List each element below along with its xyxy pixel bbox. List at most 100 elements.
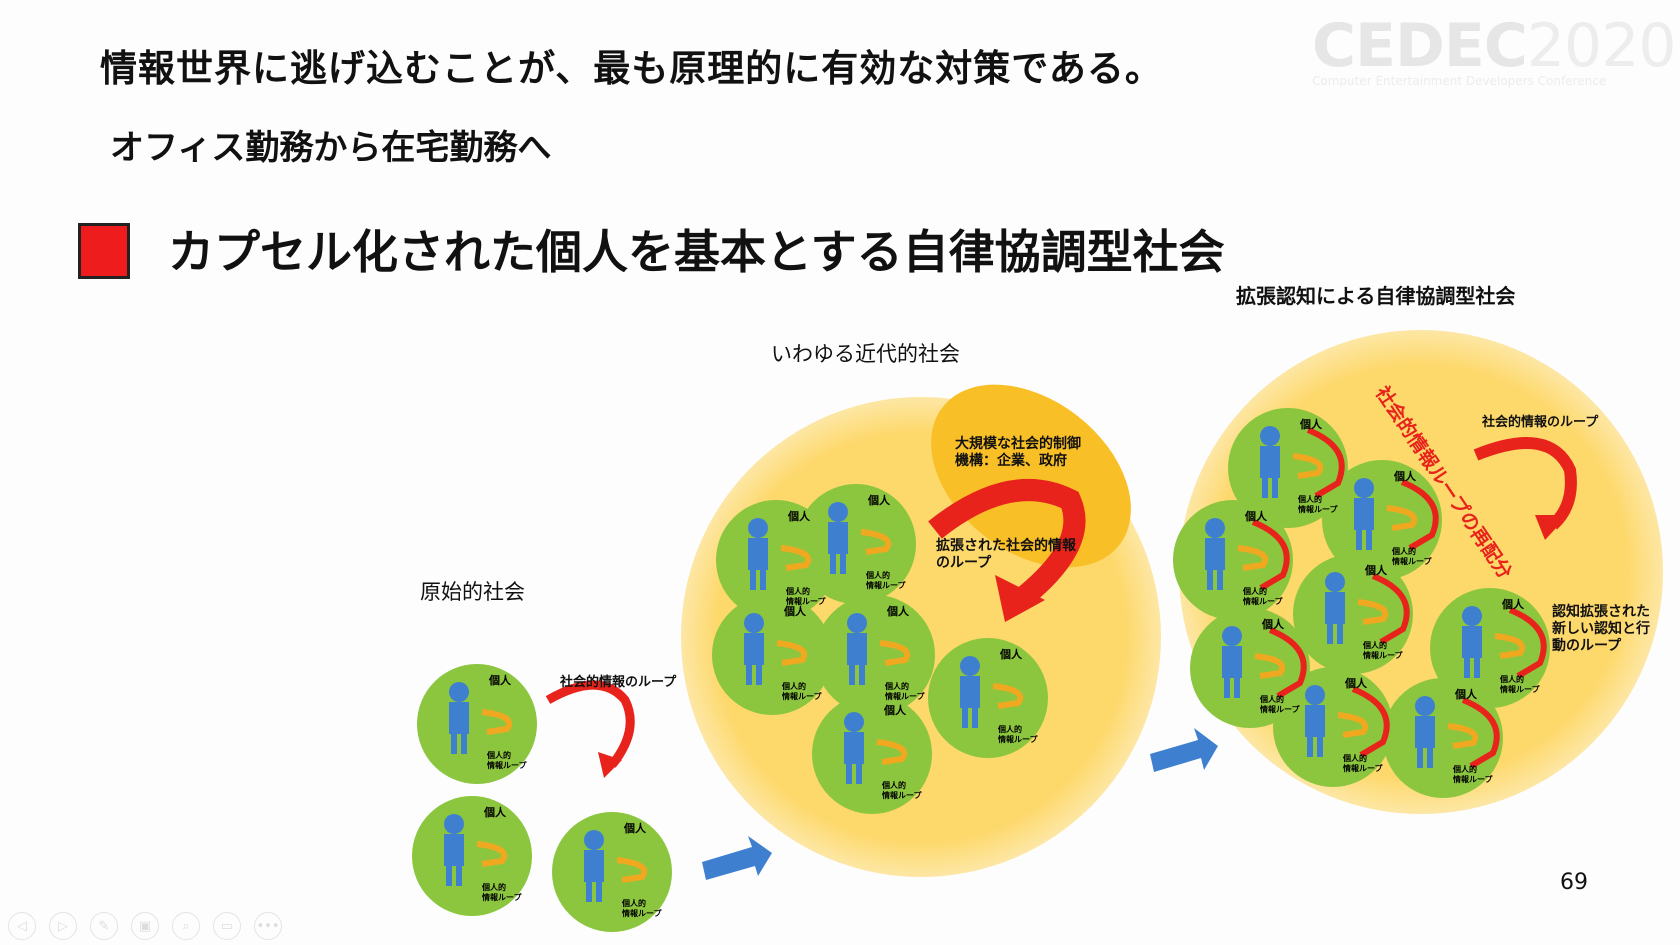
slide-subtitle: オフィス勤務から在宅勤務へ bbox=[110, 128, 552, 168]
person-icon bbox=[584, 830, 604, 902]
page-number: 69 bbox=[1560, 870, 1588, 895]
personal-loop-arrow-icon bbox=[776, 640, 808, 666]
personal-loop-arrow-icon bbox=[992, 683, 1024, 709]
personal-loop-label: 個人的 bbox=[1452, 764, 1477, 774]
logo-text: CEDEC2020 bbox=[1312, 11, 1677, 81]
personal-loop-arrow-icon bbox=[1292, 453, 1324, 479]
individual-label: 個人 bbox=[886, 604, 910, 618]
person-icon bbox=[748, 518, 768, 590]
personal-loop-arrow-icon bbox=[476, 841, 508, 867]
personal-loop-arrow-icon bbox=[780, 545, 812, 571]
individual-label: 個人 bbox=[883, 703, 907, 717]
personal-loop-label: 情報ループ bbox=[1342, 763, 1384, 773]
individual-label: 個人 bbox=[623, 821, 647, 835]
personal-loop-arrow-icon bbox=[616, 857, 648, 883]
extended-loop-line1: 拡張された社会的情報 bbox=[936, 538, 1076, 554]
person-icon bbox=[1415, 696, 1435, 768]
individual-label: 個人 bbox=[488, 673, 512, 687]
personal-loop-label: 個人的 bbox=[865, 570, 890, 580]
slides-icon[interactable]: ▣ bbox=[131, 912, 159, 940]
individual-label: 個人 bbox=[1261, 617, 1285, 631]
individual-label: 個人 bbox=[1393, 469, 1417, 483]
cedec-logo: CEDEC2020 Computer Entertainment Develop… bbox=[1312, 11, 1677, 94]
personal-loop-label: 情報ループ bbox=[884, 691, 926, 701]
new-loop-line1: 認知拡張された bbox=[1552, 604, 1650, 620]
social-loop-arrow-icon bbox=[1351, 686, 1390, 758]
screen-icon[interactable]: ▭ bbox=[213, 912, 241, 940]
personal-loop-label: 情報ループ bbox=[486, 760, 528, 770]
new-loop-line2: 新しい認知と行 bbox=[1552, 621, 1650, 637]
zoom-icon[interactable]: ⌕ bbox=[172, 912, 200, 940]
pen-icon[interactable]: ✎ bbox=[90, 912, 118, 940]
extended-loop-label: 拡張された社会的情報 のループ bbox=[936, 538, 1076, 572]
personal-loop-label: 個人的 bbox=[997, 724, 1022, 734]
individual-label: 個人 bbox=[1244, 509, 1268, 523]
person-icon bbox=[847, 613, 867, 685]
individual-circle bbox=[552, 812, 672, 932]
social-loop-arrow-icon bbox=[1461, 697, 1500, 769]
personal-loop-arrow-icon bbox=[1337, 712, 1369, 738]
individual-circle bbox=[812, 694, 932, 814]
personal-loop-arrow-icon bbox=[860, 529, 892, 555]
individual-label: 個人 bbox=[999, 647, 1023, 661]
personal-loop-label: 個人的 bbox=[881, 780, 906, 790]
primitive-loop-arrow bbox=[545, 680, 635, 768]
presentation-controls: ◁ ▷ ✎ ▣ ⌕ ▭ ••• bbox=[8, 912, 282, 940]
modern-loop-arrow bbox=[928, 479, 1086, 609]
individual-circle bbox=[815, 595, 935, 715]
previous-icon[interactable]: ◁ bbox=[8, 912, 36, 940]
individual-labels-layer: 個人個人的情報ループ個人個人的情報ループ個人個人的情報ループ個人個人的情報ループ… bbox=[481, 417, 1541, 918]
personal-loop-arrow-icon bbox=[1237, 545, 1269, 571]
personal-loop-label: 情報ループ bbox=[781, 691, 823, 701]
augmented-society-title: 拡張認知による自律協調型社会 bbox=[1236, 284, 1516, 308]
person-icon bbox=[844, 712, 864, 784]
person-icon bbox=[828, 502, 848, 574]
personal-loop-label: 情報ループ bbox=[997, 734, 1039, 744]
person-icon bbox=[960, 656, 980, 728]
individual-circle bbox=[796, 484, 916, 604]
personal-loop-label: 情報ループ bbox=[621, 908, 663, 918]
individual-circle bbox=[417, 664, 537, 784]
personal-loop-arrow-icon bbox=[1386, 505, 1418, 531]
control-label-line1: 大規模な社会的制御 bbox=[955, 436, 1081, 452]
transition-arrow-2 bbox=[1150, 728, 1218, 772]
person-icon bbox=[1222, 626, 1242, 698]
personal-loop-label: 情報ループ bbox=[481, 892, 523, 902]
slide-heading: カプセル化された個人を基本とする自律協調型社会 bbox=[168, 225, 1225, 279]
primitive-loop-label: 社会的情報のループ bbox=[560, 675, 677, 690]
personal-loop-label: 個人的 bbox=[1297, 494, 1322, 504]
new-loop-label: 認知拡張された 新しい認知と行 動のループ bbox=[1552, 604, 1650, 655]
person-icon bbox=[744, 613, 764, 685]
transition-arrow-1 bbox=[702, 836, 772, 880]
next-icon[interactable]: ▷ bbox=[49, 912, 77, 940]
personal-loop-label: 情報ループ bbox=[1499, 684, 1541, 694]
personal-loop-label: 個人的 bbox=[481, 882, 506, 892]
personal-loop-label: 情報ループ bbox=[785, 596, 827, 606]
social-loop-arrow-icon bbox=[1371, 573, 1410, 645]
personal-loop-label: 情報ループ bbox=[1391, 556, 1433, 566]
more-icon[interactable]: ••• bbox=[254, 912, 282, 940]
personal-loop-label: 個人的 bbox=[1342, 753, 1367, 763]
primitive-society-title: 原始的社会 bbox=[420, 580, 525, 604]
modern-society-title: いわゆる近代的社会 bbox=[771, 342, 960, 366]
individual-label: 個人 bbox=[1344, 676, 1368, 690]
primitive-loop-arrowhead bbox=[598, 752, 622, 778]
individual-icons-layer bbox=[444, 426, 1547, 902]
individual-label: 個人 bbox=[1454, 687, 1478, 701]
augmented-loop-arrow bbox=[1473, 437, 1577, 530]
personal-loop-label: 情報ループ bbox=[1242, 596, 1284, 606]
augmented-loop-label: 社会的情報のループ bbox=[1482, 415, 1599, 430]
personal-loop-label: 個人的 bbox=[781, 681, 806, 691]
